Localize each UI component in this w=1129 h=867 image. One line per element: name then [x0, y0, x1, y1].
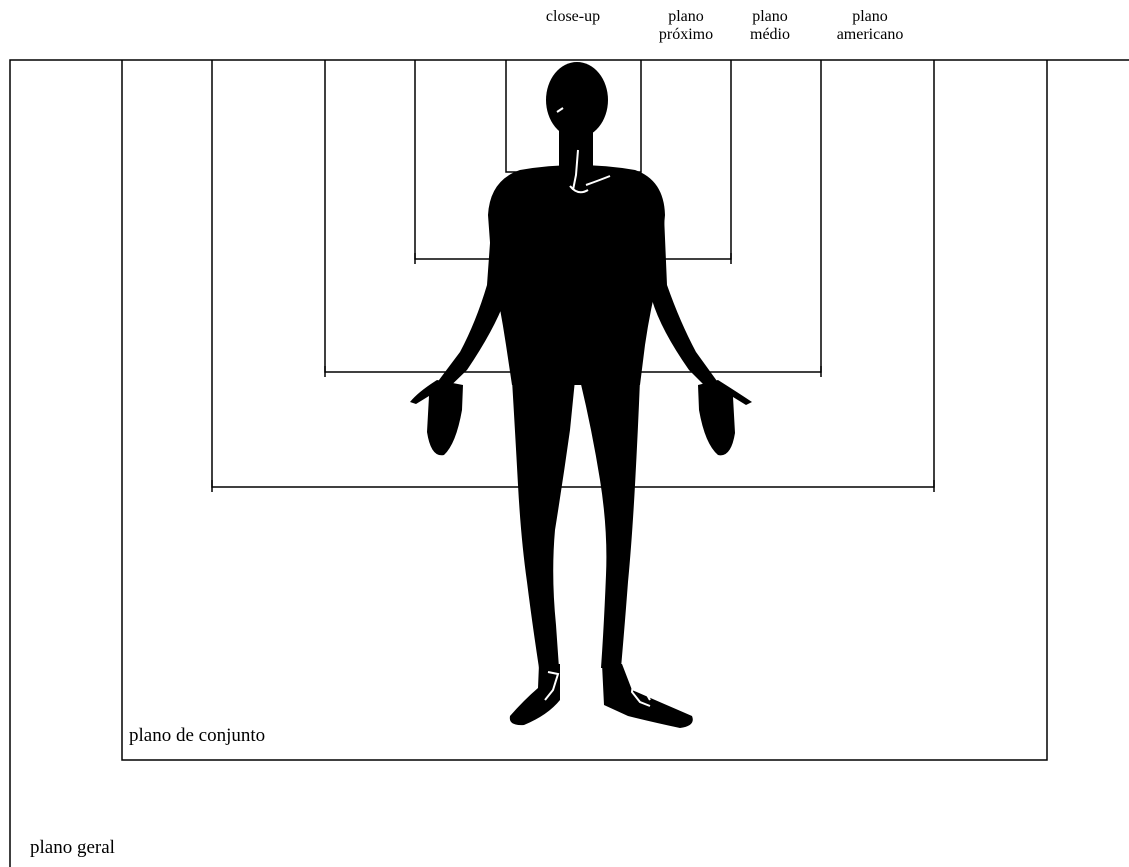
label-plano-geral: plano geral — [30, 837, 115, 859]
label-plano-de-conjunto: plano de conjunto — [129, 725, 265, 747]
label-close-up: close-up — [528, 8, 618, 26]
label-plano-americano: plano americano — [815, 8, 925, 44]
label-plano-proximo: plano próximo — [640, 8, 732, 44]
label-plano-medio: plano médio — [734, 8, 806, 44]
human-silhouette — [410, 62, 752, 728]
